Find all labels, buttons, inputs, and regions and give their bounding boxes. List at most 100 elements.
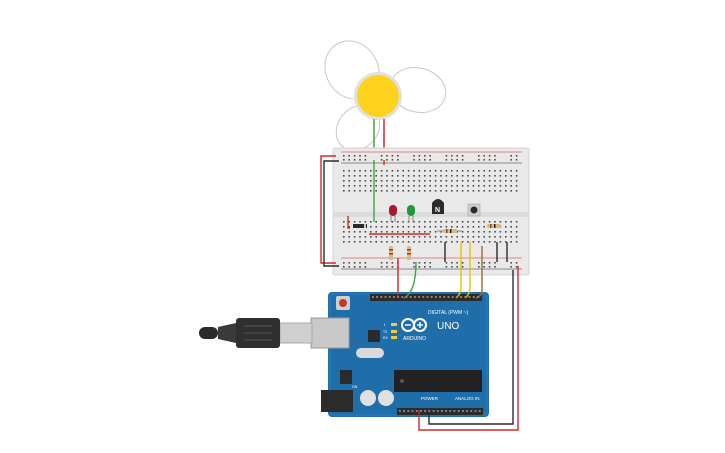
breadboard-hole[interactable] <box>461 190 464 192</box>
breadboard-hole[interactable] <box>488 159 491 161</box>
breadboard-hole[interactable] <box>407 190 410 192</box>
breadboard-hole[interactable] <box>434 170 437 172</box>
breadboard-hole[interactable] <box>429 236 431 238</box>
breadboard-hole[interactable] <box>364 241 367 243</box>
breadboard-hole[interactable] <box>413 185 415 187</box>
breadboard-hole[interactable] <box>364 155 367 157</box>
breadboard-hole[interactable] <box>478 180 480 182</box>
breadboard-hole[interactable] <box>386 190 388 192</box>
breadboard-hole[interactable] <box>380 170 383 172</box>
breadboard-hole[interactable] <box>440 170 442 172</box>
breadboard-hole[interactable] <box>353 185 356 187</box>
breadboard-hole[interactable] <box>461 231 464 233</box>
breadboard-hole[interactable] <box>505 170 507 172</box>
breadboard-hole[interactable] <box>359 170 361 172</box>
breadboard-hole[interactable] <box>353 236 356 238</box>
breadboard-hole[interactable] <box>397 175 399 177</box>
breadboard-hole[interactable] <box>445 236 448 238</box>
breadboard-hole[interactable] <box>424 175 426 177</box>
breadboard-hole[interactable] <box>391 226 394 228</box>
breadboard-hole[interactable] <box>418 180 421 182</box>
breadboard-hole[interactable] <box>402 170 404 172</box>
breadboard-hole[interactable] <box>505 180 507 182</box>
breadboard-hole[interactable] <box>429 175 431 177</box>
breadboard-hole[interactable] <box>364 190 367 192</box>
breadboard-hole[interactable] <box>370 231 372 233</box>
breadboard-hole[interactable] <box>456 175 458 177</box>
breadboard-hole[interactable] <box>494 155 496 157</box>
breadboard-hole[interactable] <box>418 155 421 157</box>
breadboard-hole[interactable] <box>440 190 442 192</box>
breadboard-hole[interactable] <box>397 185 399 187</box>
breadboard-hole[interactable] <box>375 170 377 172</box>
breadboard-hole[interactable] <box>510 170 512 172</box>
breadboard-hole[interactable] <box>413 180 415 182</box>
breadboard-hole[interactable] <box>451 170 453 172</box>
breadboard-hole[interactable] <box>359 159 361 161</box>
breadboard-hole[interactable] <box>445 190 448 192</box>
breadboard-hole[interactable] <box>424 170 426 172</box>
header-pin[interactable] <box>457 410 460 412</box>
breadboard-hole[interactable] <box>413 190 415 192</box>
breadboard-hole[interactable] <box>510 185 512 187</box>
breadboard-hole[interactable] <box>472 190 475 192</box>
breadboard-hole[interactable] <box>429 170 431 172</box>
breadboard-hole[interactable] <box>515 159 518 161</box>
header-pin[interactable] <box>409 296 412 298</box>
breadboard-hole[interactable] <box>343 266 345 268</box>
breadboard-hole[interactable] <box>467 241 469 243</box>
breadboard-hole[interactable] <box>397 236 399 238</box>
header-pin[interactable] <box>403 410 405 412</box>
breadboard-hole[interactable] <box>456 231 458 233</box>
breadboard-hole[interactable] <box>445 221 448 223</box>
breadboard-hole[interactable] <box>402 190 404 192</box>
breadboard-hole[interactable] <box>505 185 507 187</box>
breadboard-hole[interactable] <box>391 180 394 182</box>
breadboard-hole[interactable] <box>483 185 485 187</box>
header-pin[interactable] <box>472 296 475 298</box>
header-pin[interactable] <box>441 410 443 412</box>
breadboard-hole[interactable] <box>413 262 415 264</box>
breadboard-hole[interactable] <box>499 231 502 233</box>
breadboard-hole[interactable] <box>386 221 388 223</box>
breadboard-hole[interactable] <box>429 180 431 182</box>
header-pin[interactable] <box>411 410 414 412</box>
breadboard-hole[interactable] <box>386 262 388 264</box>
breadboard-hole[interactable] <box>515 185 518 187</box>
breadboard-hole[interactable] <box>370 226 372 228</box>
breadboard-hole[interactable] <box>499 241 502 243</box>
breadboard-hole[interactable] <box>348 241 350 243</box>
breadboard-hole[interactable] <box>440 231 442 233</box>
breadboard-hole[interactable] <box>467 185 469 187</box>
breadboard-hole[interactable] <box>472 185 475 187</box>
breadboard-hole[interactable] <box>461 226 464 228</box>
breadboard-hole[interactable] <box>375 180 377 182</box>
breadboard-hole[interactable] <box>488 221 491 223</box>
breadboard-hole[interactable] <box>510 241 512 243</box>
breadboard-hole[interactable] <box>386 231 388 233</box>
breadboard-hole[interactable] <box>494 190 496 192</box>
breadboard-hole[interactable] <box>397 190 399 192</box>
breadboard-hole[interactable] <box>418 236 421 238</box>
header-pin[interactable] <box>460 296 462 298</box>
breadboard-hole[interactable] <box>364 262 367 264</box>
breadboard-hole[interactable] <box>380 262 383 264</box>
breadboard-hole[interactable] <box>505 190 507 192</box>
breadboard-hole[interactable] <box>494 241 496 243</box>
breadboard-hole[interactable] <box>445 159 448 161</box>
header-pin[interactable] <box>468 296 471 298</box>
breadboard-hole[interactable] <box>434 190 437 192</box>
breadboard-hole[interactable] <box>510 231 512 233</box>
breadboard-hole[interactable] <box>488 231 491 233</box>
breadboard-hole[interactable] <box>424 231 426 233</box>
breadboard-hole[interactable] <box>510 262 512 264</box>
breadboard-hole[interactable] <box>510 226 512 228</box>
breadboard-hole[interactable] <box>386 266 388 268</box>
breadboard-hole[interactable] <box>451 262 453 264</box>
breadboard-hole[interactable] <box>391 231 394 233</box>
breadboard-hole[interactable] <box>434 185 437 187</box>
breadboard-hole[interactable] <box>440 226 442 228</box>
breadboard-hole[interactable] <box>380 180 383 182</box>
header-pin[interactable] <box>414 296 416 298</box>
